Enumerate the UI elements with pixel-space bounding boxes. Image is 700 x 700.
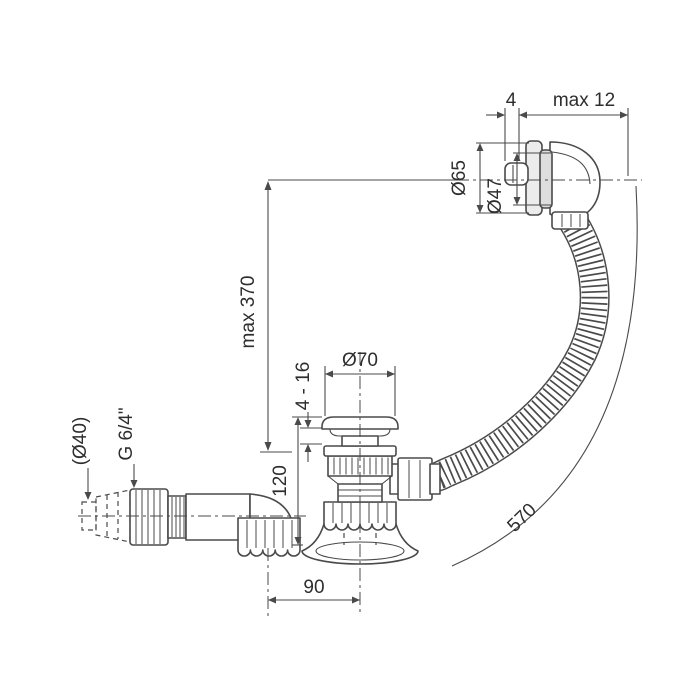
dim-d40-label: (Ø40) [70, 417, 91, 466]
dim-570-label: 570 [503, 499, 540, 536]
hose-length-curve [451, 185, 638, 567]
dim-overflow-height: max 370 [238, 181, 292, 453]
dim-overflow-screw-distance: 4 [486, 90, 520, 161]
dim-outlet-offset: 90 [268, 577, 360, 604]
dim-plug-diameter: Ø70 [324, 350, 396, 416]
dim-d70-label: Ø70 [342, 350, 378, 371]
corrugated-hose [432, 211, 610, 492]
dim-max370-label: max 370 [238, 276, 259, 349]
dim-d65-label: Ø65 [449, 160, 470, 196]
overflow-inner-disc [539, 149, 553, 209]
centerlines [78, 179, 642, 616]
tee-nut [397, 457, 441, 501]
dim-flange-diameter: Ø65 [449, 142, 529, 214]
dim-plug-lift: 4 - 16 [293, 362, 322, 462]
dim-drain-height: 120 [270, 416, 322, 546]
dim-4-16-label: 4 - 16 [293, 362, 314, 411]
overflow-head [504, 140, 601, 230]
threaded-section [167, 495, 187, 539]
dim-120-label: 120 [270, 465, 291, 497]
label-outlet-diameter: (Ø40) [70, 417, 92, 500]
dim-max12-label: max 12 [553, 90, 615, 111]
dim-opening-diameter: Ø47 [485, 152, 551, 214]
side-outlet-assembly [81, 488, 301, 557]
label-thread-size: G 6/4" [116, 407, 138, 488]
hose-connection-nut [551, 211, 589, 230]
outlet-pipe-stub [81, 501, 97, 531]
label-hose-length: 570 [503, 499, 540, 536]
dim-d47-label: Ø47 [485, 178, 506, 214]
dim-panel-thickness: max 12 [519, 90, 629, 176]
knurled-union-nut [129, 488, 169, 546]
dim-thread-label: G 6/4" [116, 407, 137, 460]
overflow-elbow-body [549, 141, 601, 223]
dim-4-label: 4 [506, 90, 517, 111]
dim-90-label: 90 [303, 577, 324, 598]
outlet-scalloped-nut [237, 517, 301, 557]
drain-assembly [301, 416, 441, 565]
